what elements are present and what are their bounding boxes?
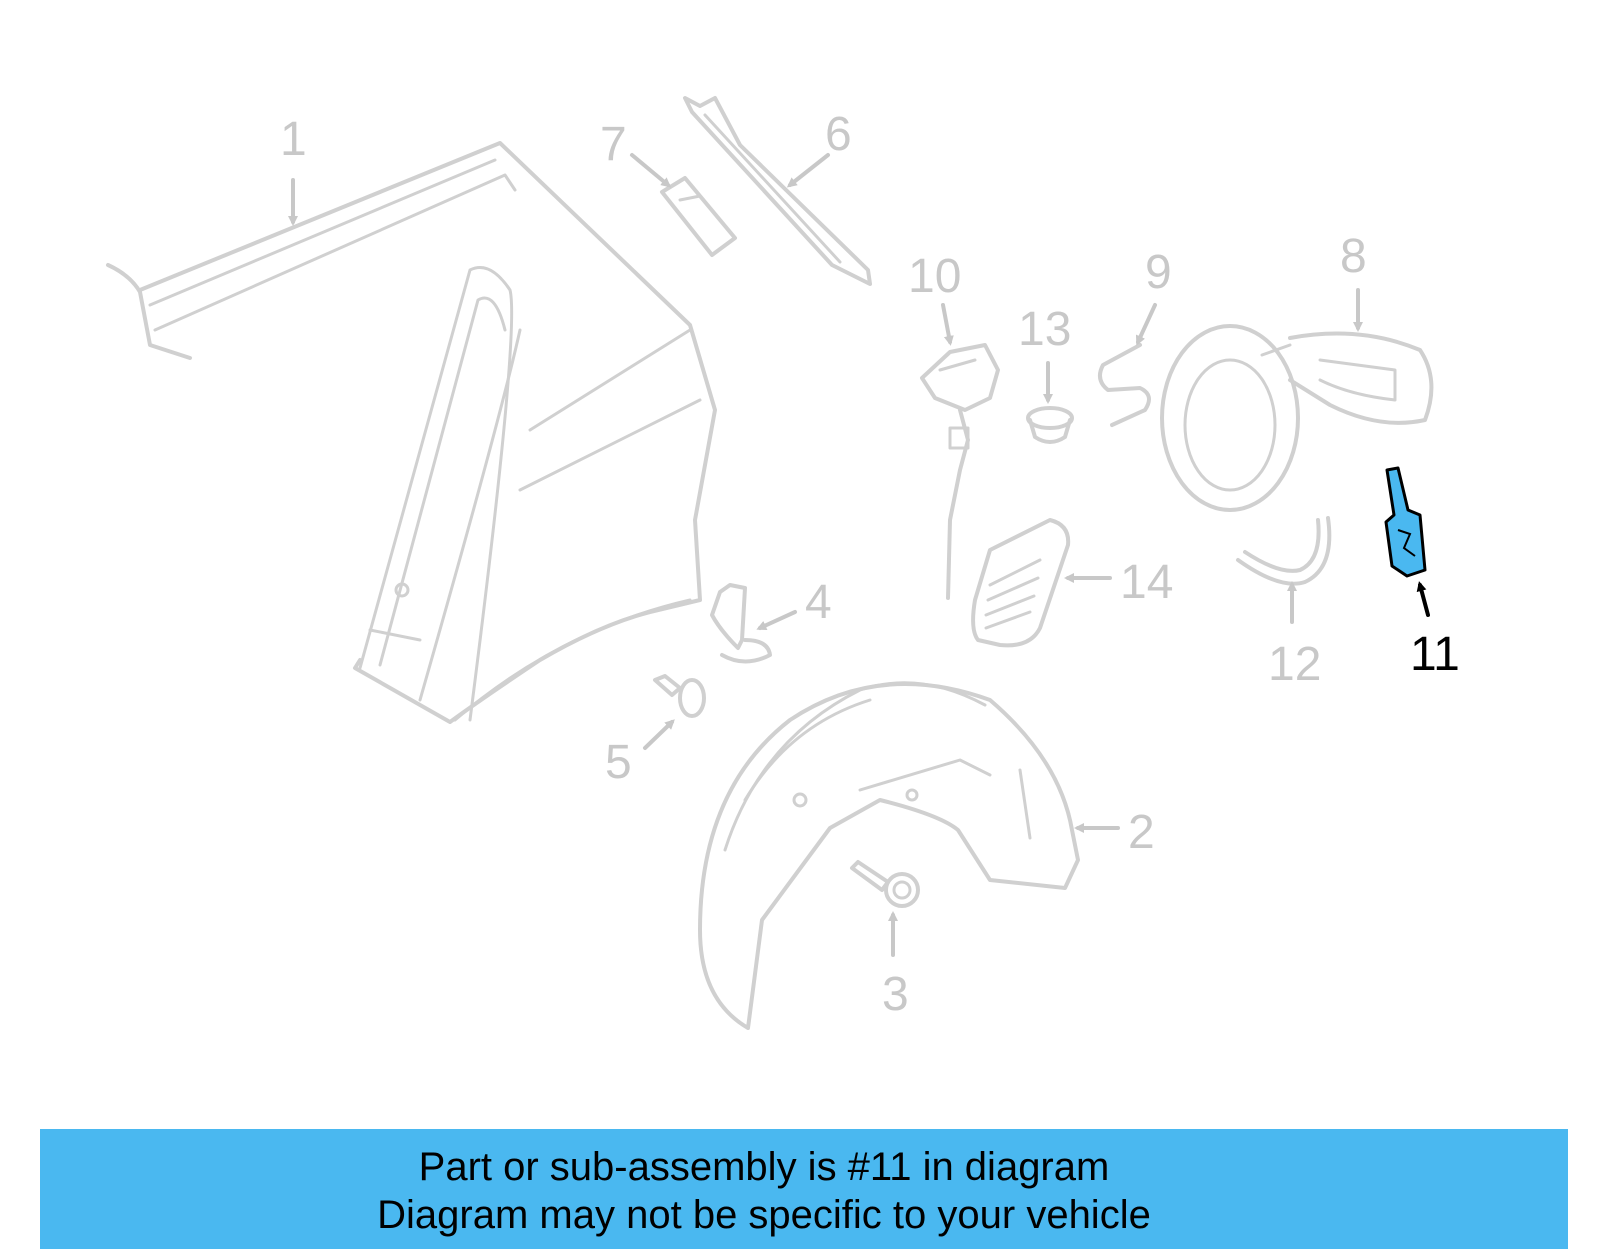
callout-5: 5	[605, 736, 632, 789]
part-1-quarter-panel	[106, 141, 717, 724]
part-14-vent	[971, 518, 1071, 648]
part-2-wheel-liner	[698, 681, 1080, 1030]
part-4-clip	[710, 583, 772, 664]
part-10-actuator	[920, 343, 1000, 600]
callout-9: 9	[1145, 246, 1172, 299]
part-3-bolt	[850, 860, 920, 908]
part-7-bracket	[660, 176, 737, 257]
callout-11: 11	[1410, 628, 1460, 681]
part-8-fuel-door	[1160, 324, 1434, 512]
callout-6: 6	[825, 108, 852, 161]
callout-1: 1	[280, 113, 307, 166]
part-13-grommet	[1026, 406, 1074, 444]
callout-4: 4	[805, 576, 832, 629]
part-5-push-pin	[653, 674, 706, 718]
callout-3: 3	[882, 968, 909, 1021]
callout-10: 10	[908, 250, 961, 303]
banner-line-2: Diagram may not be specific to your vehi…	[377, 1193, 1151, 1237]
part-11-highlighted	[1384, 466, 1427, 578]
banner-line-1: Part or sub-assembly is #11 in diagram	[418, 1145, 1110, 1189]
part-12-hose	[1236, 516, 1332, 586]
callout-14: 14	[1120, 556, 1173, 609]
part-9-spring	[1097, 343, 1151, 427]
part-6-trim-strip	[683, 96, 872, 286]
callout-8: 8	[1340, 230, 1367, 283]
info-banner: Part or sub-assembly is #11 in diagram D…	[40, 1129, 1568, 1249]
callout-2: 2	[1128, 806, 1155, 859]
callout-12: 12	[1268, 638, 1321, 691]
callout-7: 7	[600, 118, 627, 171]
callout-13: 13	[1018, 303, 1071, 356]
